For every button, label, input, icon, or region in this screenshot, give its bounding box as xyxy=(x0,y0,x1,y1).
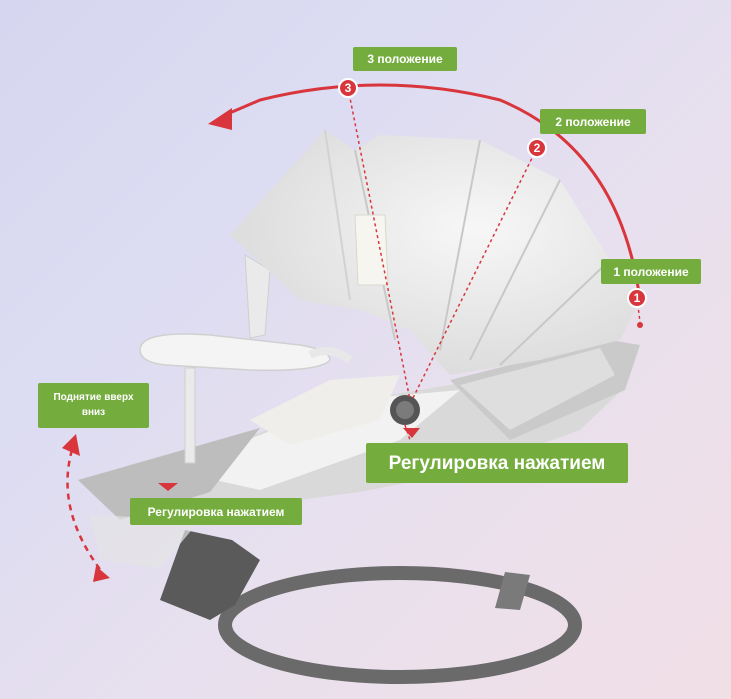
press-pointer-small xyxy=(158,483,178,491)
arc-arrowhead xyxy=(208,108,232,130)
label-raise-line2: вниз xyxy=(81,407,106,418)
label-press-adjust-small: Регулировка нажатием xyxy=(130,498,302,525)
position-marker-3: 3 xyxy=(338,78,358,98)
base-ring xyxy=(160,530,582,684)
mesh-panel xyxy=(450,340,640,440)
canopy xyxy=(230,129,640,375)
position-marker-2: 2 xyxy=(527,138,547,158)
label-raise-line1: Поднятие вверх xyxy=(53,392,134,403)
label-position-1: 1 положение xyxy=(601,259,701,284)
label-position-2: 2 положение xyxy=(540,109,646,134)
label-raise-lower: Поднятие вверх вниз xyxy=(38,383,149,428)
label-press-adjust-large: Регулировка нажатием xyxy=(366,443,628,483)
footrest xyxy=(78,428,260,568)
recline-knob xyxy=(390,395,420,425)
position-marker-1: 1 xyxy=(627,288,647,308)
play-bar xyxy=(139,254,353,464)
raise-arrow xyxy=(62,434,110,582)
position-1-dot xyxy=(637,322,643,328)
knob-pointer xyxy=(403,428,420,438)
recline-arc xyxy=(224,83,642,301)
label-position-3: 3 положение xyxy=(353,47,457,71)
